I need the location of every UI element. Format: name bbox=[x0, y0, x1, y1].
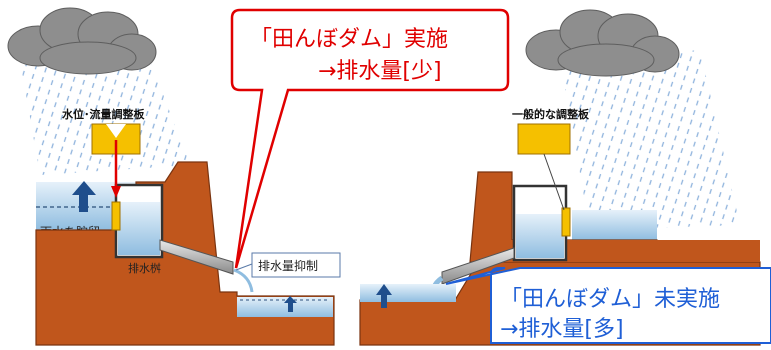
channel-water-left bbox=[237, 297, 333, 317]
callout-not-implemented-line1: 「田んぼダム」未実施 bbox=[500, 287, 720, 312]
rain-right bbox=[560, 50, 740, 230]
plate-label-right: 一般的な調整板 bbox=[512, 107, 590, 121]
catch-basin-label: 排水桝 bbox=[128, 261, 161, 275]
left-scene: 雨水を貯留 排水桝 水位･流量調整板 排水量抑制 「田んぼダム」 bbox=[7, 7, 510, 346]
channel-water-right bbox=[360, 284, 456, 302]
channel-rise-arrow-icon bbox=[376, 284, 392, 308]
adjust-plate-left bbox=[111, 201, 121, 231]
adjust-plate-right bbox=[561, 207, 571, 237]
water-rise-arrow-icon bbox=[72, 181, 96, 212]
catch-basin-water bbox=[118, 202, 160, 255]
paddy-water-right bbox=[572, 210, 657, 240]
rain-left bbox=[20, 60, 190, 175]
channel-rise-arrow-icon bbox=[284, 296, 297, 312]
cloud-icon bbox=[7, 7, 157, 75]
callout-implemented-line2: →排水量[少] bbox=[318, 59, 442, 84]
right-scene: 一般的な調整板 「田んぼダム」未実施 →排水量[多] bbox=[359, 9, 771, 346]
callout-not-implemented-line2: →排水量[多] bbox=[500, 317, 624, 342]
drain-pipe-left bbox=[159, 239, 234, 275]
plate-label-left: 水位･流量調整板 bbox=[62, 107, 145, 121]
generic-plate-icon bbox=[517, 123, 571, 155]
cloud-icon bbox=[525, 9, 680, 77]
callout-not-implemented bbox=[445, 267, 771, 344]
callout-implemented bbox=[230, 8, 510, 269]
outflow-small bbox=[233, 268, 254, 293]
restrict-box bbox=[251, 252, 341, 278]
restrict-label: 排水量抑制 bbox=[258, 258, 318, 273]
callout-implemented-line1: 「田んぼダム」実施 bbox=[250, 27, 448, 52]
